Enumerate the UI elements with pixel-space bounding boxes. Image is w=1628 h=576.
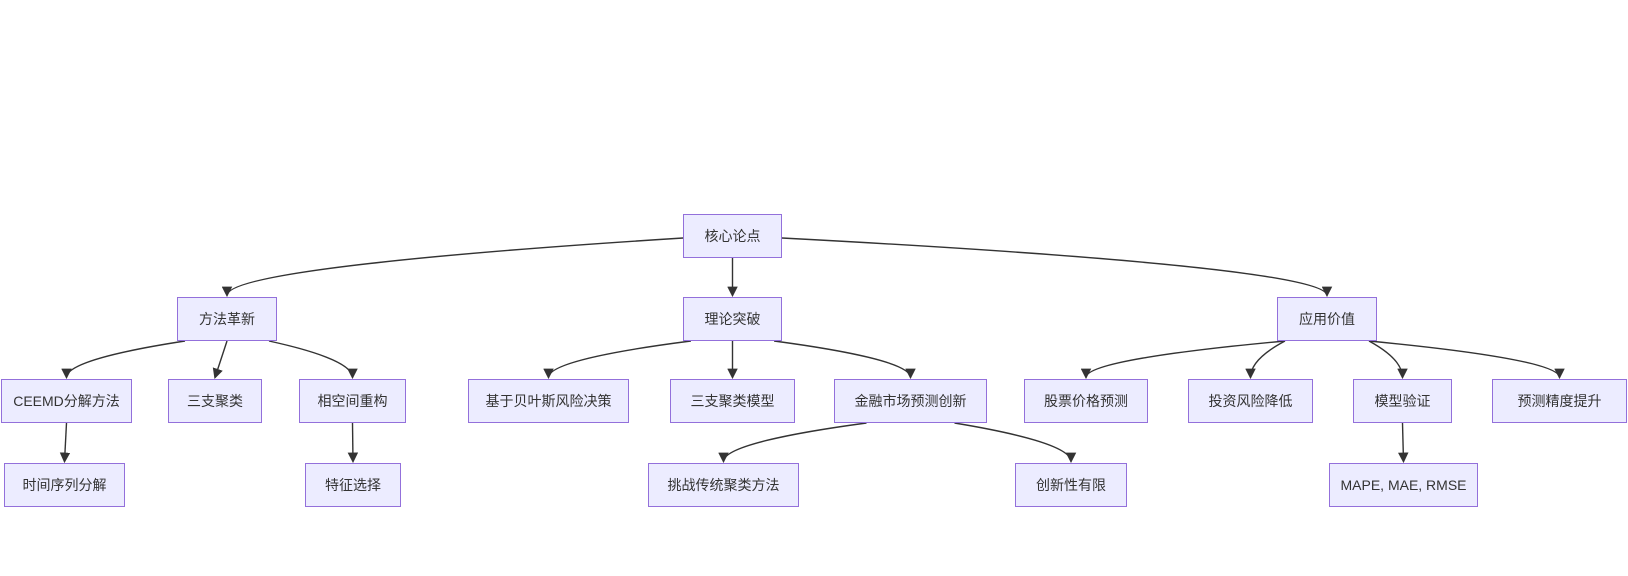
edge-method-to-threeway: [212, 340, 228, 379]
node-label: 三支聚类: [187, 392, 243, 409]
node-core: 核心论点: [683, 214, 782, 258]
node-precision: 预测精度提升: [1492, 379, 1627, 423]
edge-application-to-validation: [1368, 340, 1408, 380]
edge-application-to-stock: [1080, 340, 1286, 380]
node-label: 模型验证: [1374, 392, 1431, 409]
node-label: 基于贝叶斯风险决策: [485, 392, 612, 409]
node-mape: MAPE, MAE, RMSE: [1329, 463, 1478, 507]
node-label: 理论突破: [704, 310, 761, 327]
node-feature: 特征选择: [305, 463, 401, 507]
node-validation: 模型验证: [1353, 379, 1452, 423]
node-label: 挑战传统聚类方法: [667, 476, 780, 493]
edge-method-to-phase: [268, 340, 358, 380]
edge-core-to-application: [781, 237, 1333, 298]
node-bayes: 基于贝叶斯风险决策: [468, 379, 629, 423]
node-label: 股票价格预测: [1044, 392, 1128, 409]
edge-phase-to-feature: [347, 422, 359, 464]
node-label: 三支聚类模型: [690, 392, 775, 409]
node-label: 预测精度提升: [1517, 392, 1602, 409]
node-method: 方法革新: [177, 297, 277, 341]
edge-theory-to-finance: [773, 340, 916, 380]
node-ceemd: CEEMD分解方法: [1, 379, 132, 423]
node-label: 相空间重构: [317, 392, 388, 409]
node-label: 金融市场预测创新: [854, 392, 967, 409]
node-label: 创新性有限: [1036, 476, 1106, 493]
node-label: 应用价值: [1299, 310, 1355, 327]
node-theory: 理论突破: [683, 297, 782, 341]
edge-finance-to-challenge: [718, 422, 867, 464]
node-threeway: 三支聚类: [168, 379, 262, 423]
node-challenge: 挑战传统聚类方法: [648, 463, 799, 507]
edge-method-to-ceemd: [61, 340, 186, 380]
node-risk: 投资风险降低: [1188, 379, 1313, 423]
node-stock: 股票价格预测: [1024, 379, 1148, 423]
node-tsdecomp: 时间序列分解: [4, 463, 125, 507]
edge-ceemd-to-tsdecomp: [59, 422, 71, 464]
node-label: MAPE, MAE, RMSE: [1340, 476, 1467, 493]
edge-finance-to-limited: [954, 422, 1077, 464]
node-label: 特征选择: [325, 476, 381, 493]
edge-core-to-method: [221, 237, 684, 298]
node-finance: 金融市场预测创新: [834, 379, 987, 423]
node-label: 方法革新: [199, 310, 255, 327]
node-model3w: 三支聚类模型: [670, 379, 795, 423]
node-label: 投资风险降低: [1208, 392, 1293, 409]
node-label: CEEMD分解方法: [13, 392, 120, 409]
edge-theory-to-bayes: [543, 340, 692, 380]
node-label: 核心论点: [704, 227, 761, 244]
edge-application-to-precision: [1368, 340, 1565, 380]
edge-validation-to-mape: [1398, 422, 1409, 464]
node-phase: 相空间重构: [299, 379, 406, 423]
node-limited: 创新性有限: [1015, 463, 1127, 507]
edge-application-to-risk: [1245, 340, 1286, 380]
node-label: 时间序列分解: [22, 476, 107, 493]
node-application: 应用价值: [1277, 297, 1377, 341]
